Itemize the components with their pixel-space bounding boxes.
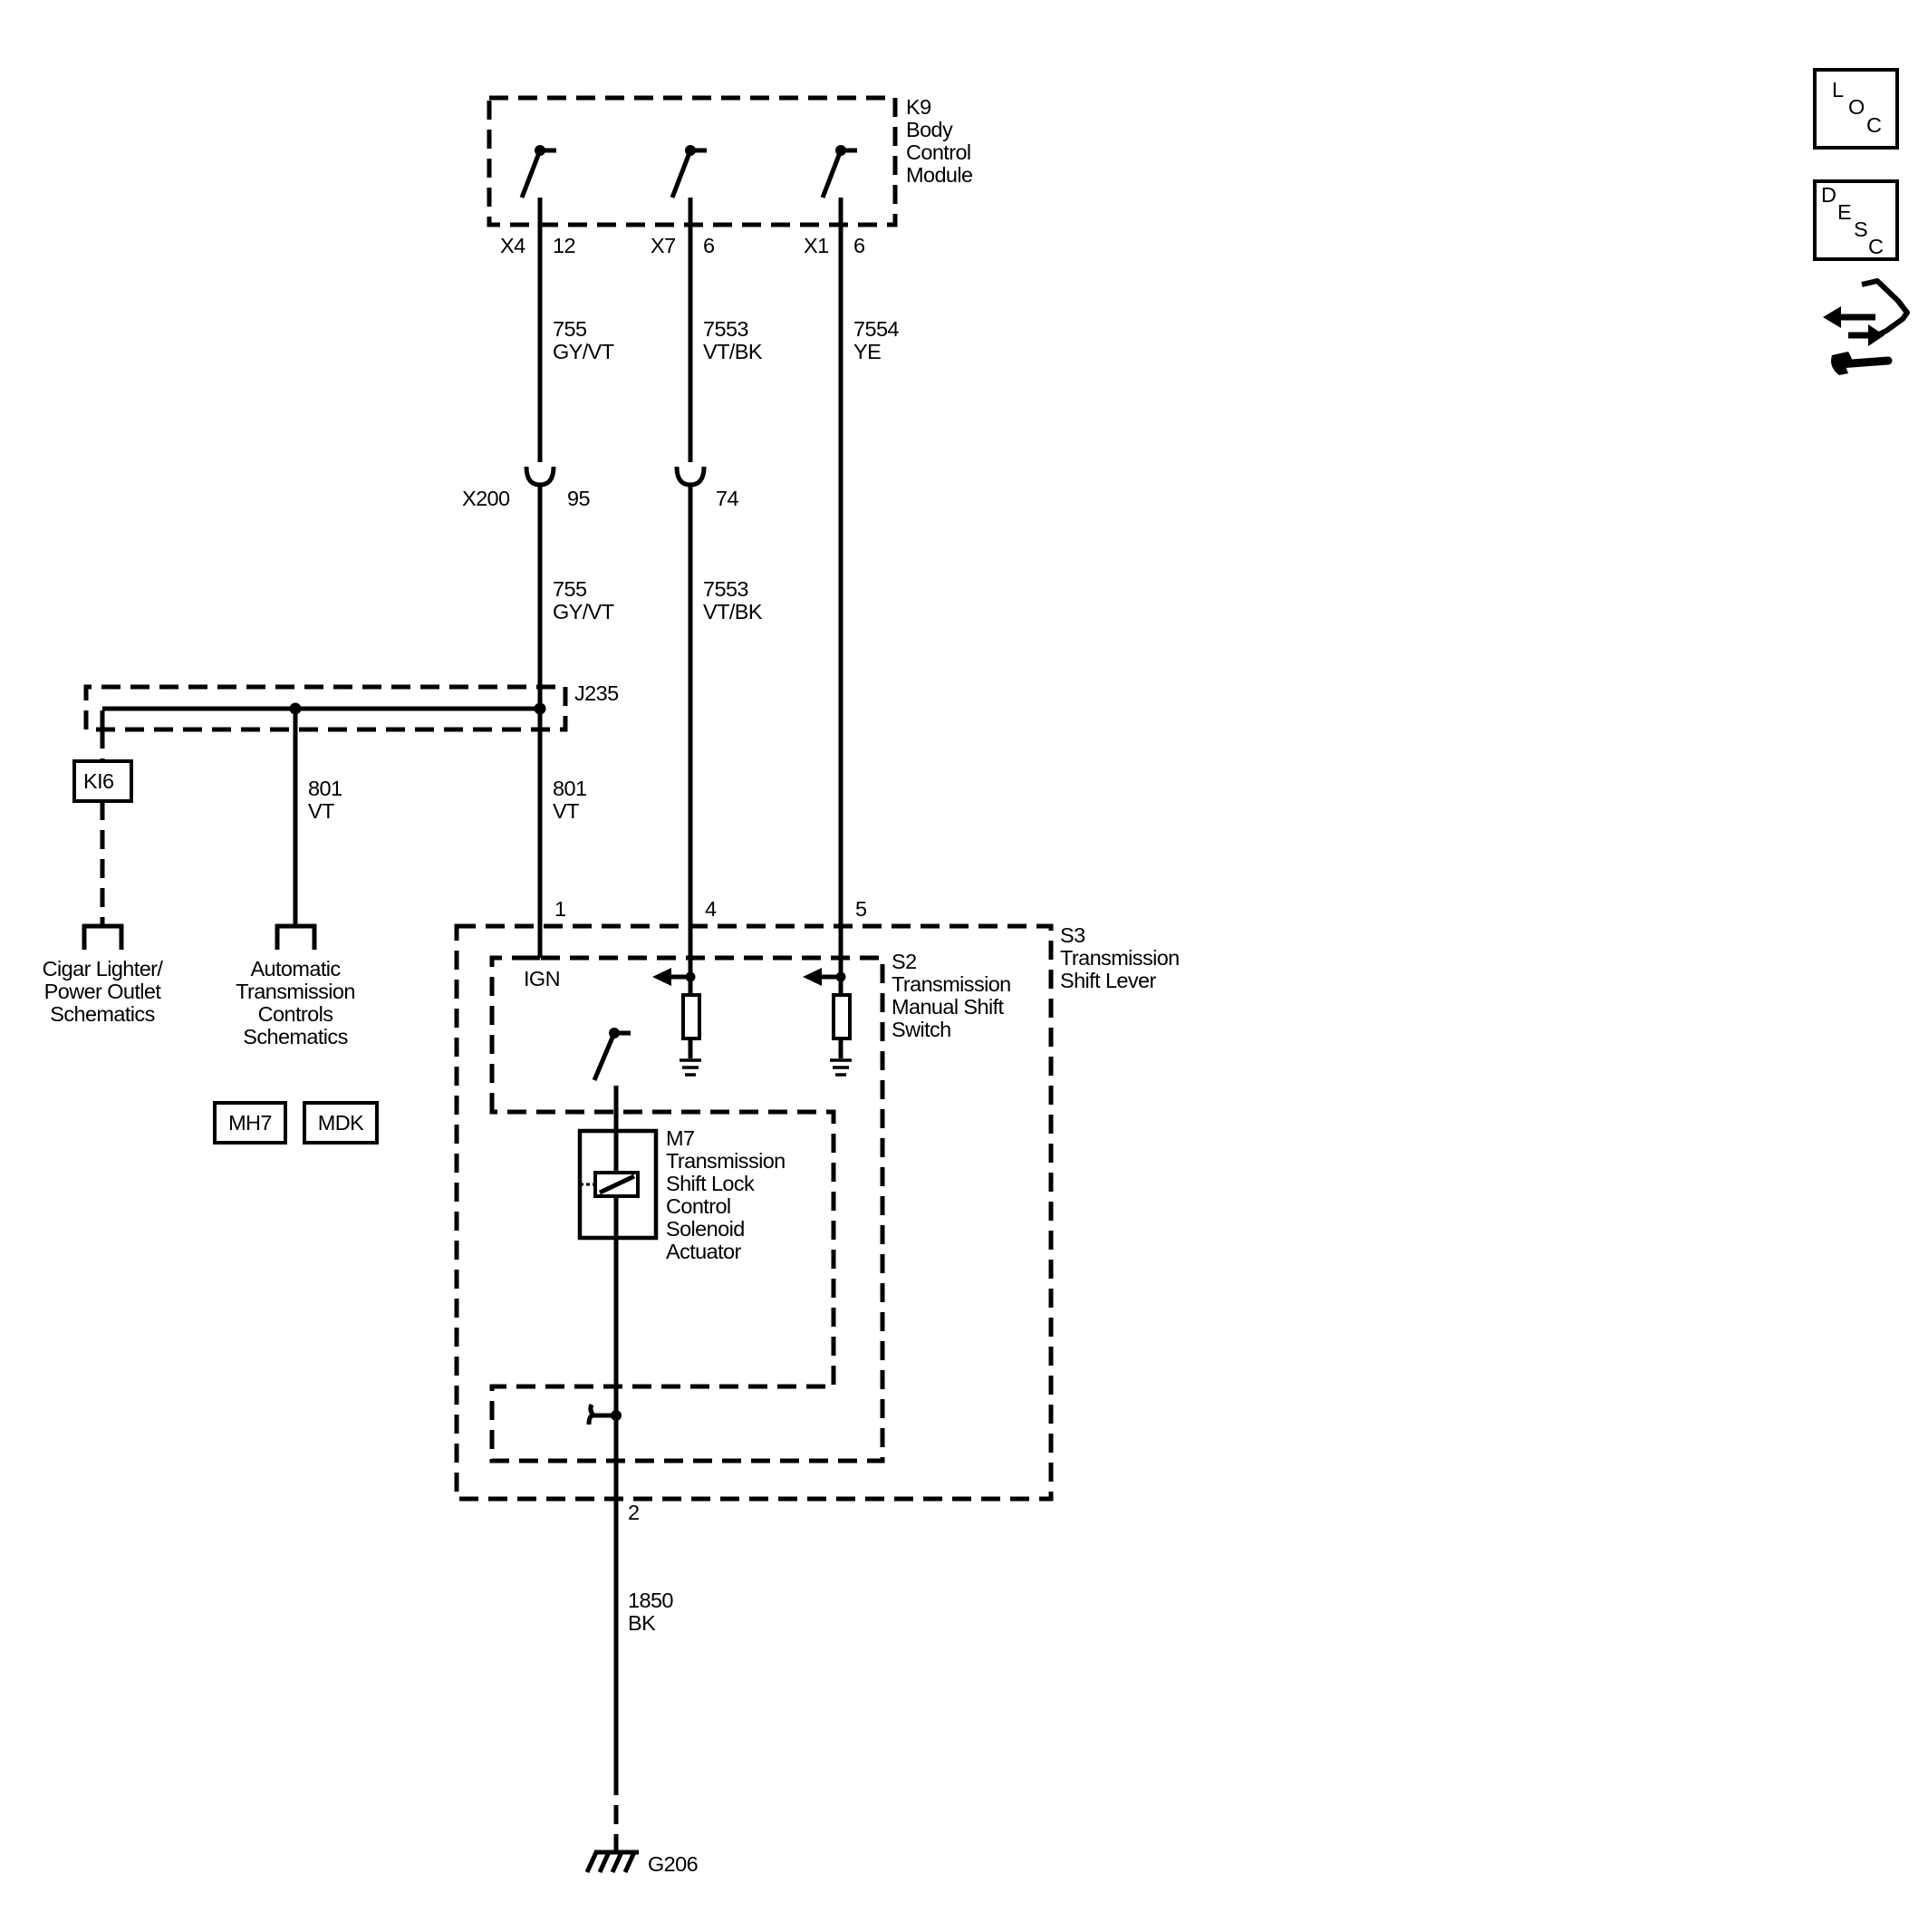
pin-x7-6: 6 xyxy=(703,234,715,257)
pin-x4-12: 12 xyxy=(553,234,575,257)
wire-7553-lower-number: 7553 xyxy=(703,577,748,601)
cigar-ref-line-3: Schematics xyxy=(50,1002,154,1026)
x200-pin-74: 74 xyxy=(716,487,738,510)
wire-755-upper-number: 755 xyxy=(553,317,587,341)
desc-icon xyxy=(1813,179,1899,261)
k9-switch-1 xyxy=(519,145,556,198)
loc-button[interactable]: L O C xyxy=(1813,68,1899,150)
cigar-ref-line-2: Power Outlet xyxy=(44,980,162,1003)
cigar-ref-line-1: Cigar Lighter/ xyxy=(43,957,164,980)
wire-7553-upper-color: VT/BK xyxy=(703,340,763,363)
s2-label-line-2: Transmission xyxy=(892,972,1011,996)
pin-x4: X4 xyxy=(500,234,525,257)
wire-7553-upper-number: 7553 xyxy=(703,317,748,341)
auto-trans-branch xyxy=(275,709,317,950)
x200-label: X200 xyxy=(462,487,510,510)
s2-label-line-1: S2 xyxy=(892,950,917,973)
wire-7554-number: 7554 xyxy=(853,317,899,341)
m7-label-line-3: Shift Lock xyxy=(666,1172,755,1195)
mh7-option-code: MH7 xyxy=(228,1111,272,1135)
x200-pin-95: 95 xyxy=(567,487,590,510)
auto-trans-ref-line-3: Controls xyxy=(258,1002,333,1026)
wire-801-right-color: VT xyxy=(553,799,579,823)
s2-resistor-4 xyxy=(652,968,701,1077)
auto-trans-ref-line-2: Transmission xyxy=(236,980,355,1003)
ki6-option-code: KI6 xyxy=(83,769,114,793)
j235-label: J235 xyxy=(574,681,619,705)
auto-trans-reference[interactable]: Automatic Transmission Controls Schemati… xyxy=(236,957,355,1048)
s2-manual-shift-switch: S2 Transmission Manual Shift Switch xyxy=(489,950,1011,1463)
s3-pin-4: 4 xyxy=(705,897,717,921)
mdk-option-box: MDK xyxy=(303,1101,379,1145)
desc-letter-s: S xyxy=(1854,217,1867,241)
wire-7553-lower-color: VT/BK xyxy=(703,600,763,623)
pin-x1-6: 6 xyxy=(853,234,865,257)
s2-label-line-3: Manual Shift xyxy=(892,995,1004,1019)
k9-label-line-2: Body xyxy=(906,118,953,141)
mdk-option-code: MDK xyxy=(318,1111,364,1135)
k9-switch-3 xyxy=(820,145,857,198)
s3-ign-switch xyxy=(592,1028,631,1131)
ground-return-junction xyxy=(586,1403,622,1425)
k9-switch-2 xyxy=(670,145,707,198)
desc-letter-c: C xyxy=(1868,235,1884,258)
j235-splice-pack xyxy=(83,684,568,732)
wire-755-lower-number: 755 xyxy=(553,577,587,601)
m7-label-line-4: Control xyxy=(666,1194,731,1218)
ki6-option-branch xyxy=(72,729,133,950)
desc-letter-e: E xyxy=(1837,200,1851,224)
k9-label-line-4: Module xyxy=(906,163,973,187)
m7-label-line-6: Actuator xyxy=(666,1240,741,1263)
wire-755-lower-color: GY/VT xyxy=(553,600,614,623)
m7-label-line-1: M7 xyxy=(666,1126,694,1150)
loc-icon xyxy=(1813,68,1899,150)
s3-pin-1: 1 xyxy=(554,897,565,921)
wire-755-upper-color: GY/VT xyxy=(553,340,614,363)
mh7-option-box: MH7 xyxy=(213,1101,287,1145)
wire-1850-number: 1850 xyxy=(628,1589,673,1612)
connector-wrench-icon[interactable] xyxy=(1823,278,1910,375)
s3-pin-2: 2 xyxy=(628,1501,639,1524)
s2-resistor-5 xyxy=(803,968,852,1077)
m7-label-line-5: Solenoid xyxy=(666,1217,745,1241)
ign-label: IGN xyxy=(524,967,560,990)
desc-letter-d: D xyxy=(1821,183,1836,207)
k9-body-control-module: K9 Body Control Module xyxy=(487,95,974,227)
s2-label-line-4: Switch xyxy=(892,1018,951,1041)
pin-x1: X1 xyxy=(804,234,829,257)
x200-connector xyxy=(524,451,707,488)
k9-label-line-1: K9 xyxy=(906,95,931,119)
s3-label-line-2: Transmission xyxy=(1060,946,1180,970)
loc-letter-l: L xyxy=(1832,78,1844,101)
wire-801-left-number: 801 xyxy=(308,777,342,800)
desc-button[interactable]: D E S C xyxy=(1813,179,1899,261)
loc-letter-o: O xyxy=(1848,95,1865,119)
g206-ground xyxy=(584,1776,639,1874)
wire-7554-color: YE xyxy=(853,340,881,363)
s3-label-line-3: Shift Lever xyxy=(1060,969,1157,992)
s3-pin-5: 5 xyxy=(855,897,867,921)
wire-1850-color: BK xyxy=(628,1611,656,1635)
s3-shift-lever: S3 Transmission Shift Lever xyxy=(454,923,1180,1502)
k9-label-line-3: Control xyxy=(906,140,971,164)
m7-label-line-2: Transmission xyxy=(666,1149,786,1173)
auto-trans-ref-line-1: Automatic xyxy=(250,957,341,980)
loc-letter-c: C xyxy=(1866,113,1882,137)
wire-801-right-number: 801 xyxy=(553,777,586,800)
auto-trans-ref-line-4: Schematics xyxy=(243,1025,347,1048)
g206-label: G206 xyxy=(648,1852,699,1876)
pin-x7: X7 xyxy=(651,234,676,257)
cigar-lighter-reference[interactable]: Cigar Lighter/ Power Outlet Schematics xyxy=(43,957,164,1026)
m7-solenoid-actuator: M7 Transmission Shift Lock Control Solen… xyxy=(577,1126,786,1263)
wire-801-left-color: VT xyxy=(308,799,334,823)
s3-label-line-1: S3 xyxy=(1060,923,1085,947)
